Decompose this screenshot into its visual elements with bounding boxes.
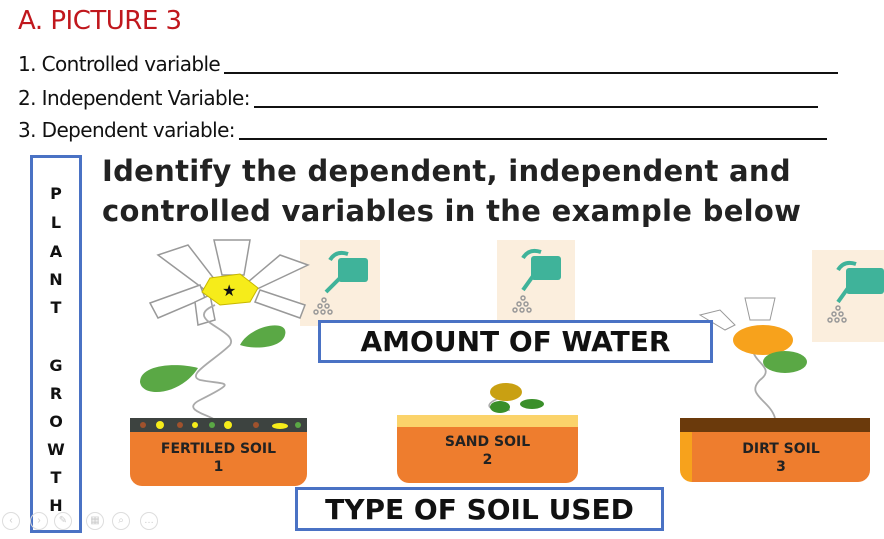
pot-dirt-soil: DIRT SOIL 3: [680, 432, 870, 482]
letter: O: [49, 412, 63, 431]
pot-sand-soil: SAND SOIL 2: [397, 427, 578, 483]
dirt-soil-top: [680, 418, 870, 432]
heading-line-1: Identify the dependent, independent and: [102, 154, 791, 188]
prev-icon[interactable]: ‹: [2, 512, 20, 530]
question-controlled: 1. Controlled variable: [18, 52, 839, 76]
letter: H: [49, 496, 63, 515]
pot-label: SAND SOIL: [444, 434, 531, 450]
question-label: 2. Independent Variable:: [18, 86, 250, 110]
pot-label: FERTILED SOIL: [160, 441, 277, 457]
answer-line[interactable]: [238, 138, 827, 140]
letter: P: [50, 184, 62, 203]
amount-of-water-label: AMOUNT OF WATER: [318, 320, 713, 363]
pen-icon[interactable]: ✎: [54, 512, 72, 530]
next-icon[interactable]: ›: [30, 512, 48, 530]
pot-number: 1: [213, 459, 224, 475]
pot-label: DIRT SOIL: [742, 441, 820, 457]
watering-can-icon: [300, 240, 380, 326]
question-label: 3. Dependent variable:: [18, 118, 236, 142]
letter: R: [49, 384, 63, 403]
watering-can-icon: [497, 240, 575, 324]
letter: L: [50, 213, 62, 232]
watering-can-icon: [812, 250, 884, 342]
letter: A: [49, 242, 63, 261]
type-of-soil-label: TYPE OF SOIL USED: [295, 487, 664, 531]
letter: G: [49, 356, 63, 375]
letter: T: [50, 468, 62, 487]
pot-fertile-soil: FERTILED SOIL 1: [130, 432, 307, 486]
answer-line[interactable]: [224, 72, 839, 74]
star-icon: ★: [222, 283, 236, 300]
question-dependent: 3. Dependent variable:: [18, 118, 827, 142]
heading-line-2: controlled variables in the example belo…: [102, 194, 802, 228]
answer-line[interactable]: [253, 106, 818, 108]
sand-soil-top: [397, 415, 578, 427]
plant-growth-label-box: P L A N T G R O W T H: [30, 155, 82, 533]
pot-number: 3: [776, 459, 786, 475]
question-independent: 2. Independent Variable:: [18, 86, 818, 110]
letter: W: [47, 440, 65, 459]
letter: N: [49, 270, 63, 289]
question-label: 1. Controlled variable: [18, 52, 221, 76]
more-icon[interactable]: …: [140, 512, 158, 530]
page-title: A. PICTURE 3: [18, 6, 182, 36]
pot-number: 2: [482, 452, 493, 468]
slides-icon[interactable]: ▦: [86, 512, 104, 530]
fertile-soil-top: [130, 418, 307, 432]
zoom-icon[interactable]: ⌕: [112, 512, 130, 530]
letter: T: [50, 298, 62, 317]
